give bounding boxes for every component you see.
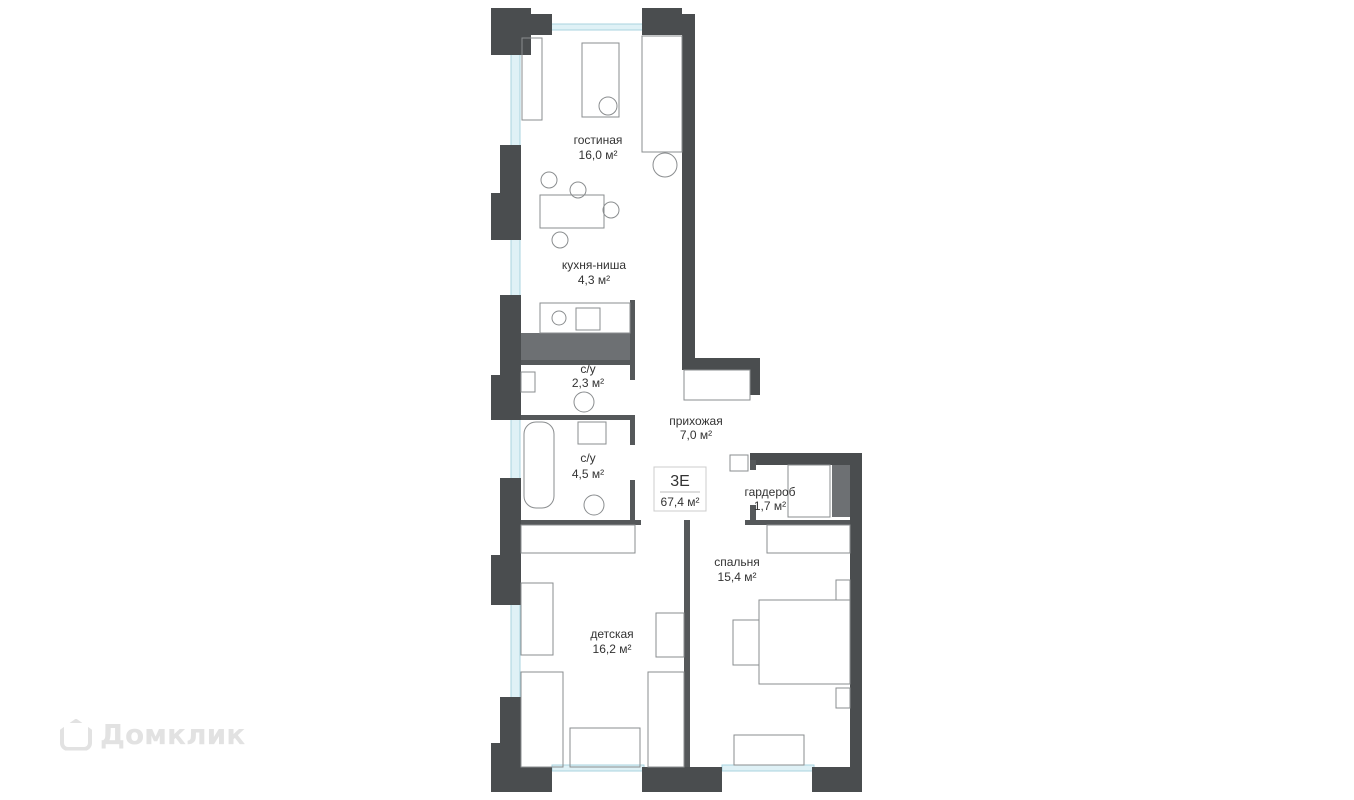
- bottom-window-left: [551, 764, 645, 772]
- apartment-code: 3Е: [670, 473, 690, 490]
- room-name-living: гостиная: [574, 133, 623, 147]
- double-bed: [758, 599, 851, 685]
- tv-stand: [521, 37, 543, 121]
- room-area-wc1: 2,3 м²: [572, 376, 604, 390]
- interior-walls: [521, 300, 850, 767]
- wardrobe-kids: [520, 524, 636, 554]
- desk-kids: [520, 582, 554, 656]
- hall-closet: [683, 369, 751, 401]
- coffee-table: [581, 42, 620, 118]
- room-name-wc2: с/у: [580, 451, 595, 465]
- room-name-kitchen: кухня-ниша: [562, 258, 626, 272]
- closet-rack: [787, 464, 831, 518]
- room-name-kids: детская: [590, 627, 633, 641]
- shelf: [655, 612, 685, 658]
- desk-bedroom: [733, 734, 805, 766]
- top-window: [547, 23, 645, 31]
- domclick-watermark: Домклик: [60, 718, 245, 751]
- bed-kids-2: [647, 671, 685, 768]
- room-area-closet: 1,7 м²: [754, 499, 786, 513]
- furniture: [520, 35, 851, 768]
- toilet: [520, 371, 536, 393]
- bottom-window-right: [721, 764, 815, 772]
- watermark-text: Домклик: [100, 718, 246, 751]
- total-area: 67,4 м²: [661, 495, 700, 509]
- shoe-rack: [729, 454, 749, 472]
- house-logo-icon: [60, 718, 92, 751]
- dining-table: [539, 194, 605, 229]
- room-area-living: 16,0 м²: [579, 148, 618, 162]
- windows: [510, 23, 815, 772]
- desk-kids-2: [569, 727, 641, 768]
- room-area-hall: 7,0 м²: [680, 428, 712, 442]
- kitchen-counter: [539, 302, 631, 334]
- room-name-hall: прихожая: [669, 414, 722, 428]
- room-area-kids: 16,2 м²: [593, 642, 632, 656]
- room-labels: гостиная 16,0 м² кухня-ниша 4,3 м² с/у 2…: [562, 133, 796, 656]
- room-name-wc1: с/у: [580, 362, 595, 376]
- sofa: [641, 35, 683, 153]
- wardrobe-bedroom: [766, 524, 851, 554]
- room-area-wc2: 4,5 м²: [572, 467, 604, 481]
- room-area-bedroom: 15,4 м²: [718, 570, 757, 584]
- bathtub: [523, 421, 555, 509]
- outer-walls: [491, 8, 862, 792]
- room-name-bedroom: спальня: [714, 555, 760, 569]
- room-name-closet: гардероб: [744, 485, 795, 499]
- bed-kids-1: [520, 671, 564, 768]
- apartment-badge: 3Е 67,4 м²: [653, 466, 707, 512]
- room-area-kitchen: 4,3 м²: [578, 273, 610, 287]
